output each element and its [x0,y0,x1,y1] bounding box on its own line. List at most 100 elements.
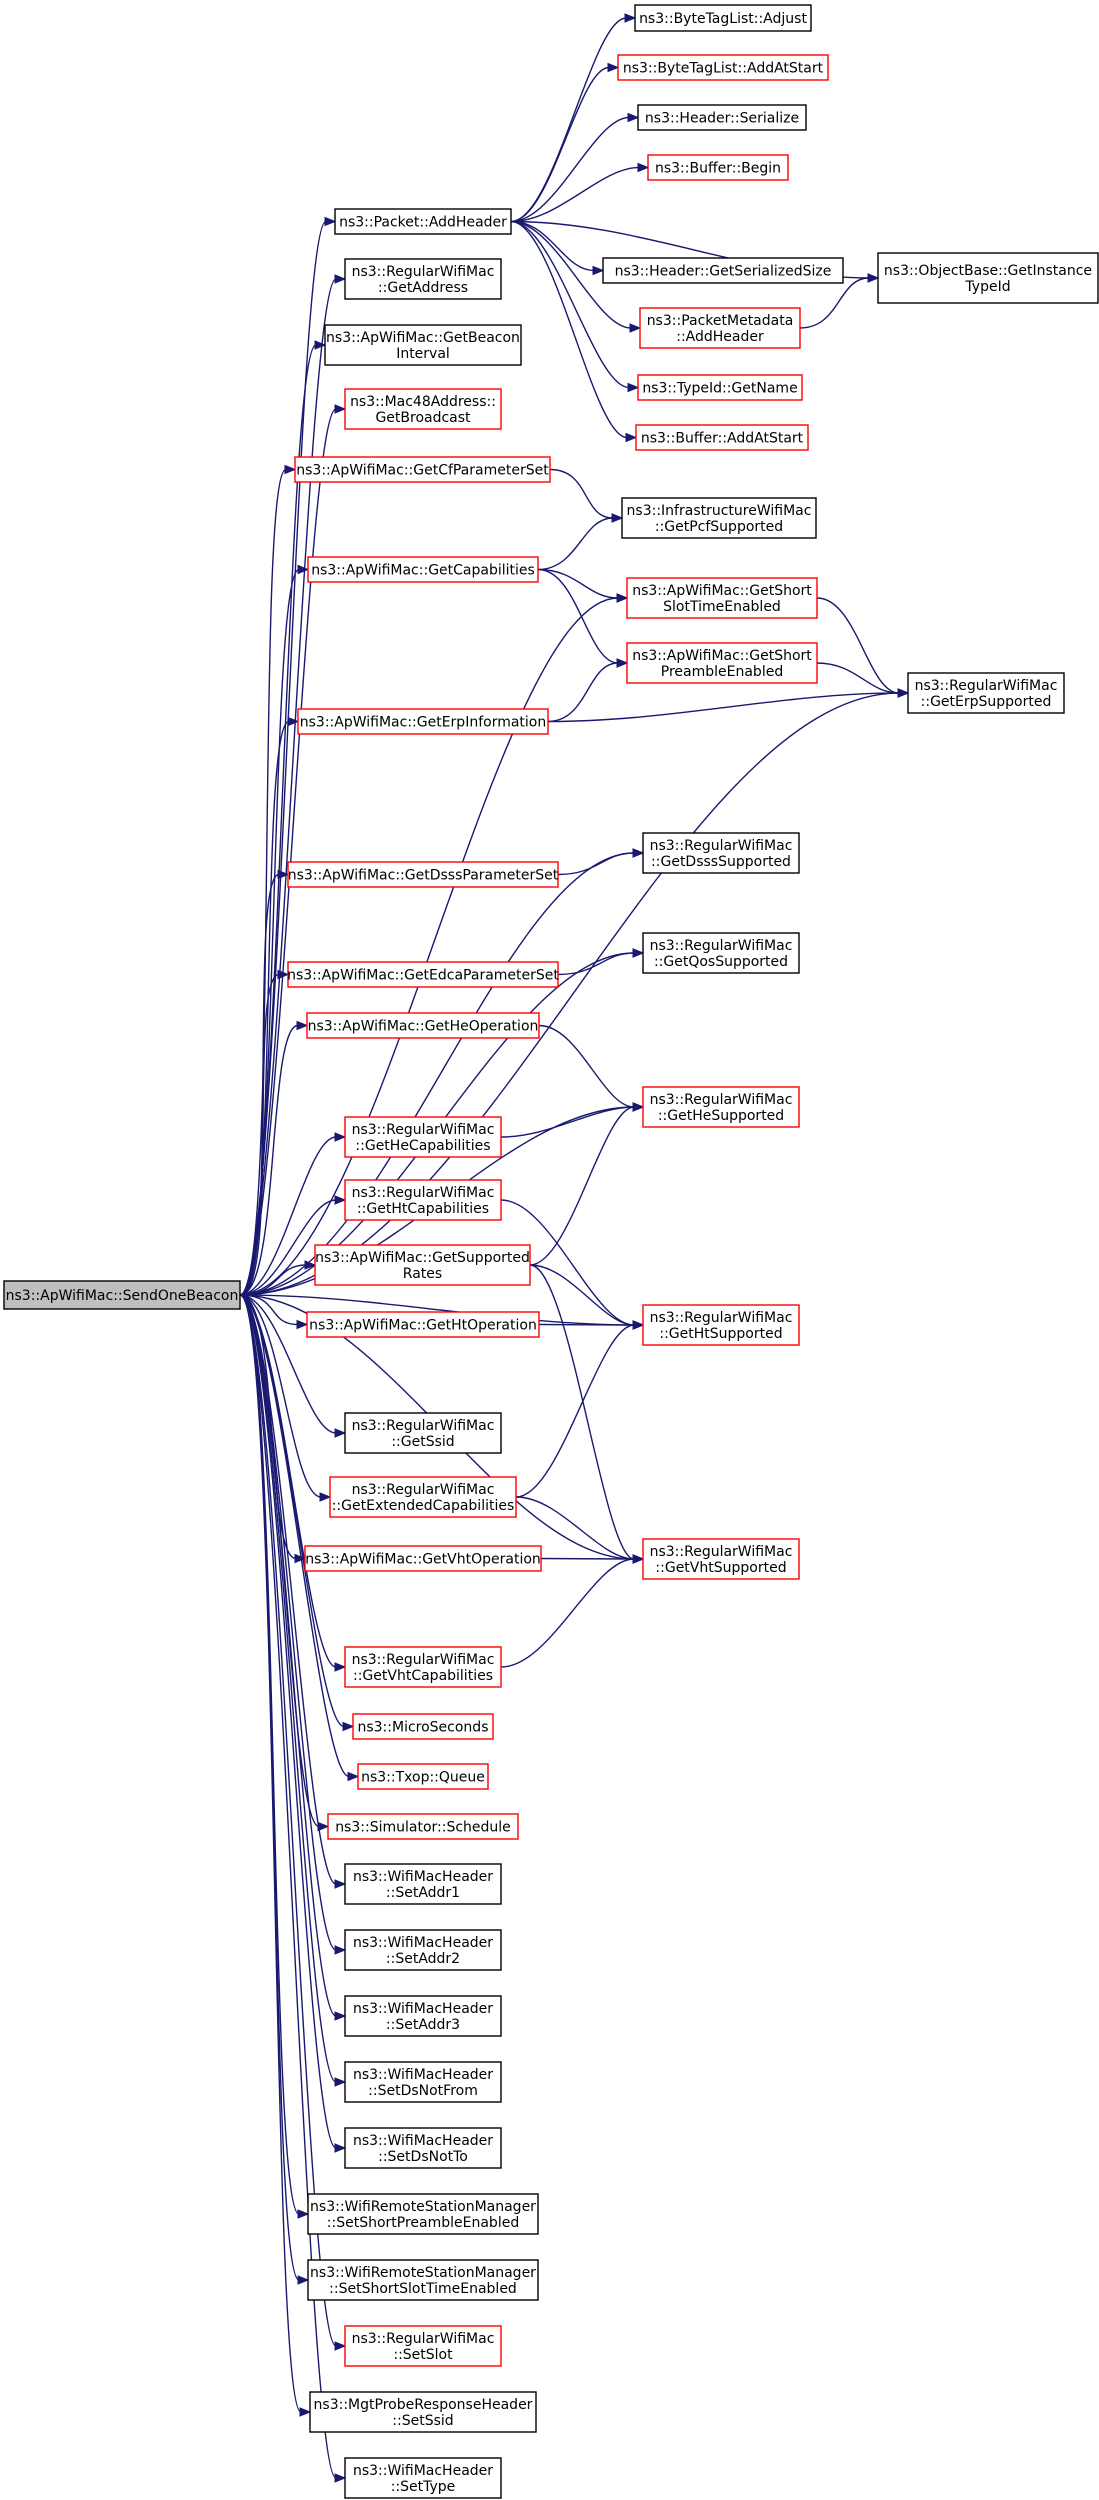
node-get-edca-parameter-set[interactable]: ns3::ApWifiMac::GetEdcaParameterSet [287,961,559,988]
node-get-qos-supported[interactable]: ns3::RegularWifiMac::GetQosSupported [642,932,800,974]
node-micro-seconds[interactable]: ns3::MicroSeconds [352,1713,494,1740]
node-label: ns3::ApWifiMac::GetHtOperation [309,1318,537,1334]
arrowhead-icon [287,716,300,727]
edge-root-to-set-ds-not-from [239,1294,347,2087]
arrowhead-icon [297,2275,310,2285]
node-box [297,708,549,735]
node-label: ::SetSlot [393,2347,453,2363]
node-get-he-operation[interactable]: ns3::ApWifiMac::GetHeOperation [306,1012,540,1039]
edge-add-header-to-header-serialize [510,112,640,223]
edge-get-erp-information-to-get-short-preamble [547,658,629,723]
node-get-broadcast[interactable]: ns3::Mac48Address::GetBroadcast [344,388,502,430]
node-get-vht-capabilities[interactable]: ns3::RegularWifiMac::GetVhtCapabilities [344,1646,502,1688]
edge-root-to-set-addr3 [239,1294,347,2021]
node-label: ::SetShortPreambleEnabled [327,2215,519,2231]
node-get-dsss-supported[interactable]: ns3::RegularWifiMac::GetDsssSupported [642,832,800,874]
node-get-vht-operation[interactable]: ns3::ApWifiMac::GetVhtOperation [304,1545,542,1572]
node-label: ns3::RegularWifiMac [352,1652,495,1668]
node-box [642,1538,800,1580]
node-txop-queue[interactable]: ns3::Txop::Queue [357,1763,489,1790]
arrowhead-icon [342,1721,355,1732]
edge-add-header-to-adjust [510,13,637,223]
node-box [344,388,502,430]
edge-root-to-set-addr2 [239,1294,347,1955]
node-set-slot[interactable]: ns3::RegularWifiMac::SetSlot [344,2325,502,2367]
node-box [647,154,789,181]
edge-add-header-to-get-serialized-size [510,220,605,276]
edge-root-to-get-erp-supported [239,688,910,1296]
node-btl-add-at-start[interactable]: ns3::ByteTagList::AddAtStart [617,54,829,81]
node-buffer-begin[interactable]: ns3::Buffer::Begin [647,154,789,181]
node-get-he-supported[interactable]: ns3::RegularWifiMac::GetHeSupported [642,1086,800,1128]
node-label: ns3::ByteTagList::AddAtStart [623,61,824,77]
node-type-id-get-name[interactable]: ns3::TypeId::GetName [637,374,803,401]
node-set-short-slot[interactable]: ns3::WifiRemoteStationManager::SetShortS… [307,2259,539,2301]
node-set-type[interactable]: ns3::WifiMacHeader::SetType [344,2457,502,2499]
node-pm-add-header[interactable]: ns3::PacketMetadata::AddHeader [639,307,801,349]
node-label: ns3::WifiMacHeader [353,2067,493,2083]
node-label: ns3::WifiMacHeader [353,1935,493,1951]
edge-root-to-get-broadcast [239,404,347,1296]
node-root[interactable]: ns3::ApWifiMac::SendOneBeacon [3,1280,241,1310]
node-set-ds-not-to[interactable]: ns3::WifiMacHeader::SetDsNotTo [344,2127,502,2169]
node-get-serialized-size[interactable]: ns3::Header::GetSerializedSize [602,257,844,284]
node-get-address[interactable]: ns3::RegularWifiMac::GetAddress [344,258,502,300]
edge-root-to-get-he-capabilities [239,1132,347,1296]
arrowhead-icon [611,513,624,523]
node-adjust[interactable]: ns3::ByteTagList::Adjust [634,4,812,32]
node-header-serialize[interactable]: ns3::Header::Serialize [637,104,807,131]
node-box [327,1813,519,1840]
node-label: ::GetAddress [378,280,468,296]
arrowhead-icon [334,1195,347,1205]
node-set-short-preamble[interactable]: ns3::WifiRemoteStationManager::SetShortP… [307,2193,539,2235]
arrowhead-icon [334,2473,347,2483]
node-get-vht-supported[interactable]: ns3::RegularWifiMac::GetVhtSupported [642,1538,800,1580]
edge-root-to-get-edca-parameter-set [239,969,290,1296]
node-schedule[interactable]: ns3::Simulator::Schedule [327,1813,519,1840]
node-set-addr3[interactable]: ns3::WifiMacHeader::SetAddr3 [344,1995,502,2037]
node-get-capabilities[interactable]: ns3::ApWifiMac::GetCapabilities [307,556,539,583]
node-get-ht-capabilities[interactable]: ns3::RegularWifiMac::GetHtCapabilities [344,1179,502,1221]
node-box [621,497,817,539]
node-get-cf-parameter-set[interactable]: ns3::ApWifiMac::GetCfParameterSet [294,456,551,483]
edge-root-to-get-supported-rates [239,1260,317,1296]
node-add-header[interactable]: ns3::Packet::AddHeader [334,208,512,235]
edge-add-header-to-btl-add-at-start [510,62,620,223]
node-set-ssid[interactable]: ns3::MgtProbeResponseHeader::SetSsid [309,2391,537,2433]
arrowhead-icon [627,382,640,393]
node-label: ::SetAddr2 [386,1951,460,1967]
node-set-addr2[interactable]: ns3::WifiMacHeader::SetAddr2 [344,1929,502,1971]
edge-get-vht-capabilities-to-get-vht-supported [500,1554,645,1668]
node-get-erp-supported[interactable]: ns3::RegularWifiMac::GetErpSupported [907,672,1065,714]
node-box [642,932,800,974]
node-get-ht-operation[interactable]: ns3::ApWifiMac::GetHtOperation [306,1311,540,1338]
node-set-ds-not-from[interactable]: ns3::WifiMacHeader::SetDsNotFrom [344,2061,502,2103]
node-get-erp-information[interactable]: ns3::ApWifiMac::GetErpInformation [297,708,549,735]
node-label: ns3::ApWifiMac::GetShort [632,648,812,664]
call-graph-nodes: ns3::ApWifiMac::SendOneBeacon ns3::Packet… [3,4,1099,2499]
arrowhead-icon [897,688,910,698]
node-label: ns3::RegularWifiMac [650,838,793,854]
node-set-addr1[interactable]: ns3::WifiMacHeader::SetAddr1 [344,1863,502,1905]
node-box [287,961,559,988]
node-get-he-capabilities[interactable]: ns3::RegularWifiMac::GetHeCapabilities [344,1116,502,1158]
node-box [306,1311,540,1338]
node-get-pcf-supported[interactable]: ns3::InfrastructureWifiMac::GetPcfSuppor… [621,497,817,539]
arrowhead-icon [616,593,629,603]
node-get-extended-capabilities[interactable]: ns3::RegularWifiMac::GetExtendedCapabili… [329,1476,517,1518]
node-get-dsss-parameter-set[interactable]: ns3::ApWifiMac::GetDsssParameterSet [287,861,559,888]
node-get-ht-supported[interactable]: ns3::RegularWifiMac::GetHtSupported [642,1304,800,1346]
node-get-ssid[interactable]: ns3::RegularWifiMac::GetSsid [344,1412,502,1454]
edge-add-header-to-buffer-add-at-start [510,220,638,443]
node-box [307,2259,539,2301]
edge-get-cf-parameter-set-to-get-pcf-supported [549,468,624,523]
node-label: ns3::PacketMetadata [647,313,794,329]
node-box [617,54,829,81]
node-buffer-add-at-start[interactable]: ns3::Buffer::AddAtStart [635,424,809,451]
